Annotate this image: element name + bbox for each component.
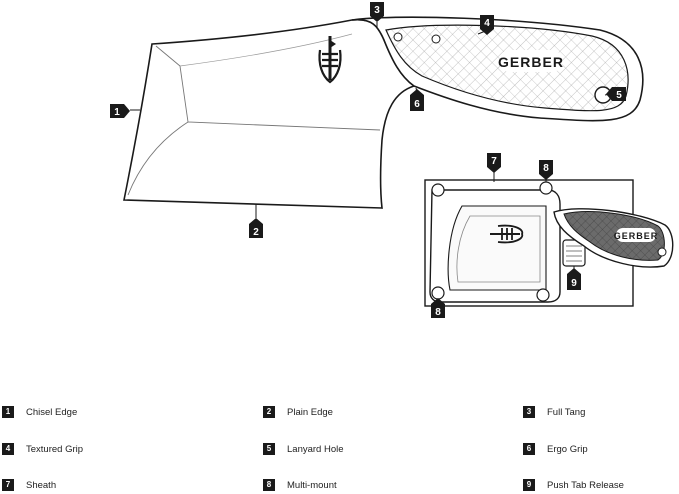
legend-badge: 5 (263, 443, 275, 455)
mount-hole (431, 183, 445, 197)
legend-item-plain-edge: 2 Plain Edge (263, 406, 333, 418)
callout-6-label: 6 (414, 99, 420, 110)
callout-7-label: 7 (491, 156, 497, 167)
legend-badge: 6 (523, 443, 535, 455)
legend-badge: 8 (263, 479, 275, 491)
sheathed-brand-text: GERBER (614, 231, 659, 241)
sheathed-brand-plate (616, 228, 656, 242)
legend-label: Multi-mount (287, 479, 337, 491)
legend-label: Plain Edge (287, 406, 333, 418)
blade-inner-line (179, 33, 353, 67)
callout-8-bottom: 8 (431, 298, 445, 318)
legend-item-full-tang: 3 Full Tang (523, 406, 585, 418)
legend-label: Ergo Grip (547, 443, 588, 455)
push-tab-ridges (566, 245, 582, 262)
legend-label: Full Tang (547, 406, 586, 418)
callout-5-label: 5 (616, 90, 622, 101)
legend-label: Textured Grip (26, 443, 84, 455)
legend-badge: 3 (523, 406, 535, 418)
callout-1: 1 (110, 104, 130, 118)
callout-1-label: 1 (114, 107, 120, 118)
legend-badge: 4 (2, 443, 14, 455)
legend-item-lanyard-hole: 5 Lanyard Hole (263, 443, 344, 455)
mount-hole (536, 288, 550, 302)
callout-2: 2 (249, 218, 263, 238)
sheath-inner (447, 205, 547, 291)
callout-8-top-label: 8 (543, 163, 549, 174)
rivet (393, 32, 403, 42)
sheathed-lanyard-hole (657, 247, 667, 257)
legend-badge: 1 (2, 406, 14, 418)
legend-badge: 9 (523, 479, 535, 491)
legend-label: Sheath (26, 479, 57, 491)
blade-bevel (127, 45, 381, 196)
callout-7: 7 (487, 153, 501, 173)
callout-3-label: 3 (374, 5, 380, 16)
legend-item-multi-mount: 8 Multi-mount (263, 479, 337, 491)
sheathed-knife-grip (563, 211, 665, 261)
callout-6: 6 (410, 89, 424, 111)
legend-item-textured-grip: 4 Textured Grip (2, 443, 83, 455)
callout-3: 3 (370, 2, 384, 22)
legend-item-ergo-grip: 6 Ergo Grip (523, 443, 588, 455)
legend-label: Lanyard Hole (287, 443, 344, 455)
legend-item-chisel-edge: 1 Chisel Edge (2, 406, 77, 418)
sheath-logo-icon (490, 224, 524, 244)
callout-4: 4 (480, 15, 494, 35)
callout-8-bottom-label: 8 (435, 307, 441, 318)
callout-2-label: 2 (253, 227, 259, 238)
legend-label: Chisel Edge (26, 406, 78, 418)
mount-hole (539, 181, 553, 195)
brand-plate (500, 50, 562, 72)
callout-9-label: 9 (571, 278, 577, 289)
legend-label: Push Tab Release (547, 479, 624, 491)
brand-logo-text: GERBER (498, 54, 564, 70)
callout-8-top: 8 (539, 160, 553, 180)
cleaver-knife: GERBER (123, 16, 644, 209)
rivet (431, 34, 441, 44)
legend-badge: 2 (263, 406, 275, 418)
legend-item-push-tab-release: 9 Push Tab Release (523, 479, 624, 491)
callout-9: 9 (567, 268, 581, 290)
legend-item-sheath: 7 Sheath (2, 479, 56, 491)
gerber-logo-icon (318, 36, 342, 84)
callout-5: 5 (606, 87, 626, 101)
sheath-inner-line (456, 215, 541, 283)
callout-4-label: 4 (484, 18, 490, 29)
legend-badge: 7 (2, 479, 14, 491)
mount-hole (431, 286, 445, 300)
knife-diagram: GERBER (110, 2, 674, 318)
blade (123, 18, 416, 209)
legend: 1 Chisel Edge 2 Plain Edge 3 Full Tang 4… (0, 395, 679, 494)
sheath-assembly: GERBER (424, 179, 674, 307)
